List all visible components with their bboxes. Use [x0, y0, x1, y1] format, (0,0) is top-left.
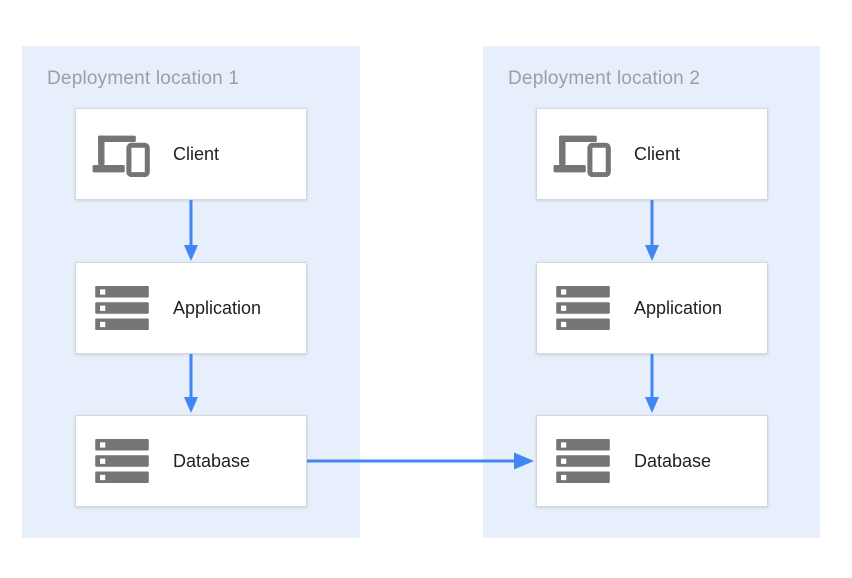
node-label: Database — [173, 450, 251, 471]
application-node-2: Application — [536, 262, 768, 354]
database-node-2: Database — [536, 415, 768, 507]
server-stack-icon — [90, 439, 154, 483]
server-stack-icon — [90, 286, 154, 330]
panel-2-title: Deployment location 2 — [508, 68, 701, 89]
deployment-location-1-panel: Deployment location 1 Client — [22, 46, 360, 538]
panel-1-title: Deployment location 1 — [47, 68, 240, 89]
client-node-2: Client — [536, 108, 768, 200]
server-stack-icon — [551, 286, 615, 330]
client-node-1: Client — [75, 108, 307, 200]
database-node-1: Database — [75, 415, 307, 507]
node-label: Database — [634, 450, 712, 471]
deployment-location-2-panel: Deployment location 2 Client — [483, 46, 820, 538]
node-label: Client — [634, 143, 681, 164]
server-stack-icon — [551, 439, 615, 483]
node-label: Client — [173, 143, 220, 164]
devices-icon — [551, 131, 615, 177]
node-label: Application — [634, 297, 723, 318]
devices-icon — [90, 131, 154, 177]
application-node-1: Application — [75, 262, 307, 354]
node-label: Application — [173, 297, 262, 318]
